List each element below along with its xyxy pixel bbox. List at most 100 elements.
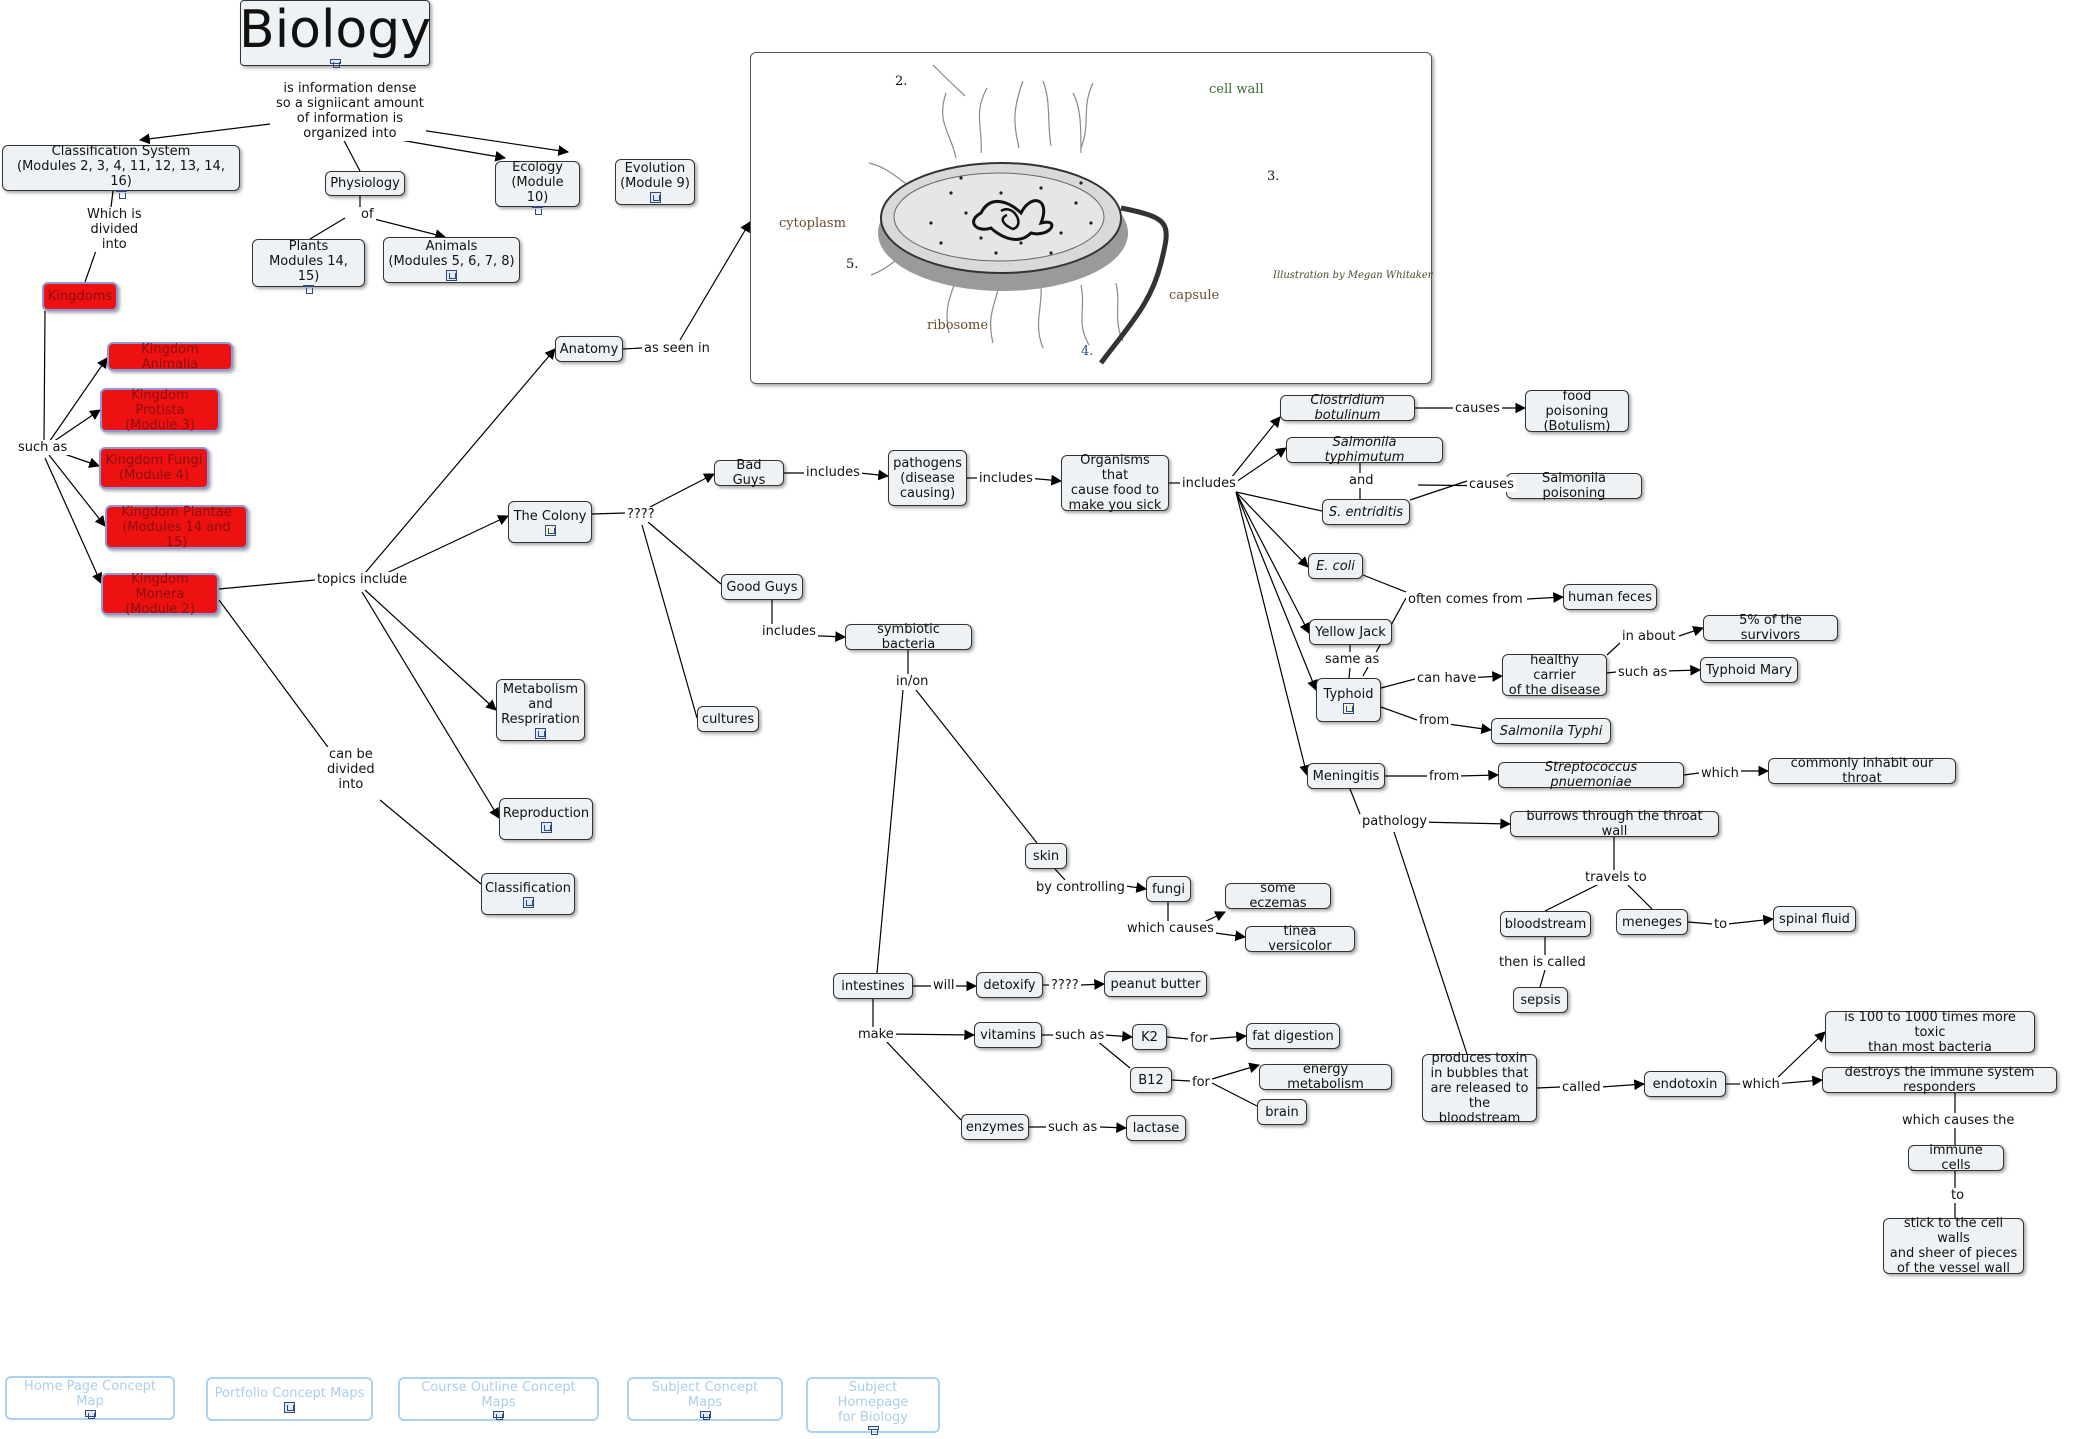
- node-portfolio[interactable]: Portfolio Concept Maps: [206, 1377, 373, 1421]
- node-five-percent[interactable]: 5% of the survivors: [1703, 613, 1838, 643]
- node-animals[interactable]: Animals (Modules 5, 6, 7, 8): [383, 237, 520, 283]
- node-brain[interactable]: brain: [1257, 1099, 1307, 1125]
- concept-map-icon[interactable]: [329, 59, 341, 68]
- node-pathogens[interactable]: pathogens (disease causing): [888, 450, 967, 506]
- node-peanut-butter[interactable]: peanut butter: [1104, 971, 1207, 997]
- node-kingdom-protista[interactable]: Kingdom Protista (Module 3): [100, 388, 220, 433]
- node-b12[interactable]: B12: [1130, 1067, 1172, 1093]
- node-salmonila-typhimutum[interactable]: Salmonila typhimutum: [1286, 435, 1443, 465]
- document-icon[interactable]: [544, 524, 556, 536]
- link-label-causes-1: causes: [1453, 401, 1502, 416]
- node-stick[interactable]: stick to the cell walls and sheer of pie…: [1883, 1216, 2024, 1276]
- node-meningitis[interactable]: Meningitis: [1307, 763, 1385, 789]
- node-intestines[interactable]: intestines: [833, 973, 913, 999]
- node-meneges[interactable]: meneges: [1616, 909, 1688, 935]
- concept-map-icon[interactable]: [522, 896, 534, 908]
- link-label-includes-1: includes: [804, 465, 862, 480]
- concept-map-icon[interactable]: [115, 190, 127, 199]
- node-organisms[interactable]: Organisms that cause food to make you si…: [1061, 453, 1169, 513]
- node-subject-maps[interactable]: Subject Concept Maps: [627, 1377, 783, 1421]
- node-eczemas[interactable]: some eczemas: [1225, 881, 1331, 911]
- node-kingdom-plantae[interactable]: Kingdom Plantae (Modules 14 and 15): [105, 505, 248, 550]
- node-produces-toxin[interactable]: produces toxin in bubbles that are relea…: [1422, 1051, 1537, 1126]
- node-skin[interactable]: skin: [1025, 843, 1067, 869]
- node-good-guys[interactable]: Good Guys: [721, 574, 803, 600]
- node-lactase[interactable]: lactase: [1126, 1115, 1186, 1141]
- node-kingdoms[interactable]: Kingdoms: [42, 282, 118, 311]
- node-fungi[interactable]: fungi: [1146, 876, 1191, 902]
- node-healthy-carrier[interactable]: healthy carrier of the disease: [1502, 653, 1607, 698]
- node-destroys[interactable]: destroys the immune system responders: [1822, 1065, 2057, 1095]
- node-e-coli[interactable]: E. coli: [1308, 553, 1363, 579]
- node-reproduction[interactable]: Reproduction: [499, 798, 593, 840]
- node-vitamins[interactable]: vitamins: [974, 1022, 1042, 1048]
- node-spinal-fluid[interactable]: spinal fluid: [1773, 906, 1856, 932]
- node-bloodstream[interactable]: bloodstream: [1500, 911, 1591, 937]
- concept-map-icon[interactable]: [303, 285, 314, 294]
- node-endotoxin[interactable]: endotoxin: [1644, 1071, 1726, 1097]
- node-label: vitamins: [980, 1027, 1036, 1043]
- node-tinea[interactable]: tinea versicolor: [1245, 924, 1355, 954]
- node-typhoid-mary[interactable]: Typhoid Mary: [1700, 657, 1798, 683]
- node-bad-guys[interactable]: Bad Guys: [714, 458, 784, 488]
- link-label-includes-3: includes: [1180, 476, 1238, 491]
- node-k2[interactable]: K2: [1132, 1024, 1167, 1050]
- node-symbiotic[interactable]: symbiotic bacteria: [845, 622, 972, 652]
- concept-map-icon[interactable]: [284, 1401, 295, 1413]
- node-immune-cells[interactable]: immune cells: [1908, 1143, 2004, 1173]
- node-cultures[interactable]: cultures: [697, 706, 759, 732]
- node-classification[interactable]: Classification: [481, 873, 575, 915]
- concept-map-icon[interactable]: [532, 206, 543, 215]
- node-typhoid[interactable]: Typhoid: [1316, 678, 1381, 722]
- node-yellow-jack[interactable]: Yellow Jack: [1309, 619, 1392, 645]
- concept-map-icon[interactable]: [649, 192, 661, 203]
- node-clostridium[interactable]: Clostridium botulinum: [1280, 393, 1415, 423]
- concept-map-icon[interactable]: [540, 821, 552, 833]
- node-fat-digestion[interactable]: fat digestion: [1246, 1023, 1340, 1049]
- concept-map-icon[interactable]: [699, 1411, 711, 1420]
- link-label-for-b12: for: [1190, 1075, 1212, 1090]
- node-the-colony[interactable]: The Colony: [508, 501, 592, 543]
- node-detoxify[interactable]: detoxify: [976, 972, 1043, 998]
- node-sepsis[interactable]: sepsis: [1513, 987, 1568, 1013]
- node-anatomy[interactable]: Anatomy: [555, 336, 623, 362]
- node-energy-metabolism[interactable]: energy metabolism: [1259, 1062, 1392, 1092]
- node-home-page[interactable]: Home Page Concept Map: [5, 1376, 175, 1420]
- node-burrows[interactable]: burrows through the throat wall: [1510, 809, 1719, 839]
- node-course-outline[interactable]: Course Outline Concept Maps: [398, 1377, 599, 1421]
- concept-map-icon[interactable]: [867, 1426, 879, 1435]
- node-toxic[interactable]: is 100 to 1000 times more toxic than mos…: [1825, 1010, 2035, 1055]
- document-icon[interactable]: [1343, 702, 1354, 714]
- node-classification-system[interactable]: Classification System (Modules 2, 3, 4, …: [2, 144, 240, 199]
- connector-line: [859, 469, 890, 481]
- concept-map-icon[interactable]: [446, 270, 457, 281]
- node-subject-homepage[interactable]: Subject Homepage for Biology: [806, 1377, 940, 1435]
- node-biology[interactable]: Biology: [239, 0, 431, 68]
- node-physiology[interactable]: Physiology: [325, 171, 405, 196]
- connector-line: [887, 1029, 976, 1041]
- connector-line: [876, 689, 904, 974]
- node-enzymes[interactable]: enzymes: [961, 1114, 1029, 1140]
- node-s-entriditis[interactable]: S. entriditis: [1322, 499, 1410, 525]
- concept-map-icon[interactable]: [493, 1411, 504, 1420]
- node-food-poisoning[interactable]: food poisoning (Botulism): [1525, 389, 1629, 434]
- node-salmonila-poisoning[interactable]: Salmonila poisoning: [1506, 471, 1642, 501]
- node-salmonila-typhi[interactable]: Salmonila Typhi: [1491, 718, 1611, 744]
- node-evolution[interactable]: Evolution (Module 9): [615, 159, 695, 205]
- node-kingdom-monera[interactable]: Kingdom Monera (Module 2): [101, 571, 219, 617]
- node-metabolism[interactable]: Metabolism and Respriration: [496, 679, 585, 741]
- concept-map-icon[interactable]: [535, 727, 546, 739]
- node-human-feces[interactable]: human feces: [1563, 584, 1657, 610]
- node-label: Classification System (Modules 2, 3, 4, …: [17, 144, 225, 189]
- node-kingdom-fungi[interactable]: Kingdom Fungi (Module 4): [99, 447, 209, 489]
- node-label: Kingdom Monera (Module 2): [125, 571, 195, 617]
- node-label: sepsis: [1520, 992, 1561, 1008]
- node-throat[interactable]: commonly inhabit our throat: [1768, 756, 1956, 786]
- connector-line: [884, 1039, 962, 1121]
- node-streptococcus[interactable]: Streptococcus pnuemoniae: [1498, 760, 1684, 790]
- concept-map-icon[interactable]: [84, 1410, 96, 1419]
- node-ecology[interactable]: Ecology (Module 10): [495, 160, 580, 215]
- connector-line: [110, 190, 114, 208]
- node-plants[interactable]: Plants Modules 14, 15): [252, 239, 365, 294]
- node-kingdom-animalia[interactable]: Kingdom Animalia: [107, 342, 233, 372]
